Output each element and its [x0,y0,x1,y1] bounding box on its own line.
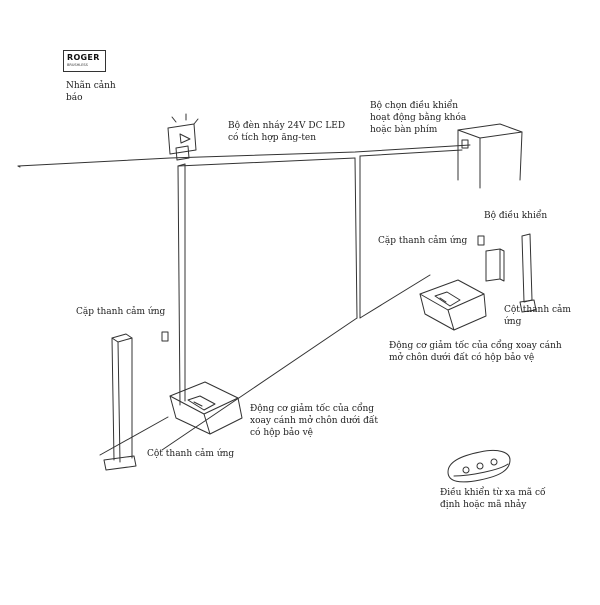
label-warning: Nhãn cảnh báo [66,81,116,103]
logo-subtitle: BRUSHLESS [67,63,88,67]
label-photocell-pair-right: Cặp thanh cảm ứng [378,236,468,246]
remote-control-icon [447,449,511,483]
label-remote: Điều khiển từ xa mã cố định hoặc mã nhảy [440,488,546,510]
boundary-wall [17,144,471,168]
led-flasher-icon [167,113,199,161]
control-unit-icon [477,235,505,282]
motor-box-left-icon [169,381,243,435]
logo-brand: ROGER [67,53,100,62]
label-key-selector: Bộ chọn điều khiển hoạt động bằng khóa h… [370,101,467,135]
motor-box-right-icon [419,279,487,331]
label-photocell-column-left: Cột thanh cảm ứng [147,449,235,459]
gate-leaf-right [359,149,463,319]
label-photocell-column-right: Cột thanh cảm ứng [504,305,571,327]
roger-logo: ROGER BRUSHLESS [63,50,106,72]
label-control-unit: Bộ điều khiển [484,211,548,221]
photocell-left-icon [161,331,169,342]
label-led-flasher: Bộ đèn nháy 24V DC LED có tích hợp ăng-t… [228,121,346,143]
gate-leaf-left [99,157,358,456]
label-motor-right: Động cơ giảm tốc của cổng xoay cánh mở c… [389,341,562,363]
label-motor-left: Động cơ giảm tốc của cổng xoay cánh mở c… [250,404,378,438]
gate-pillar [457,123,523,189]
photocell-column-left-icon [103,333,137,471]
photocell-column-right-icon [519,233,537,313]
label-photocell-pair-left: Cặp thanh cảm ứng [76,307,166,317]
